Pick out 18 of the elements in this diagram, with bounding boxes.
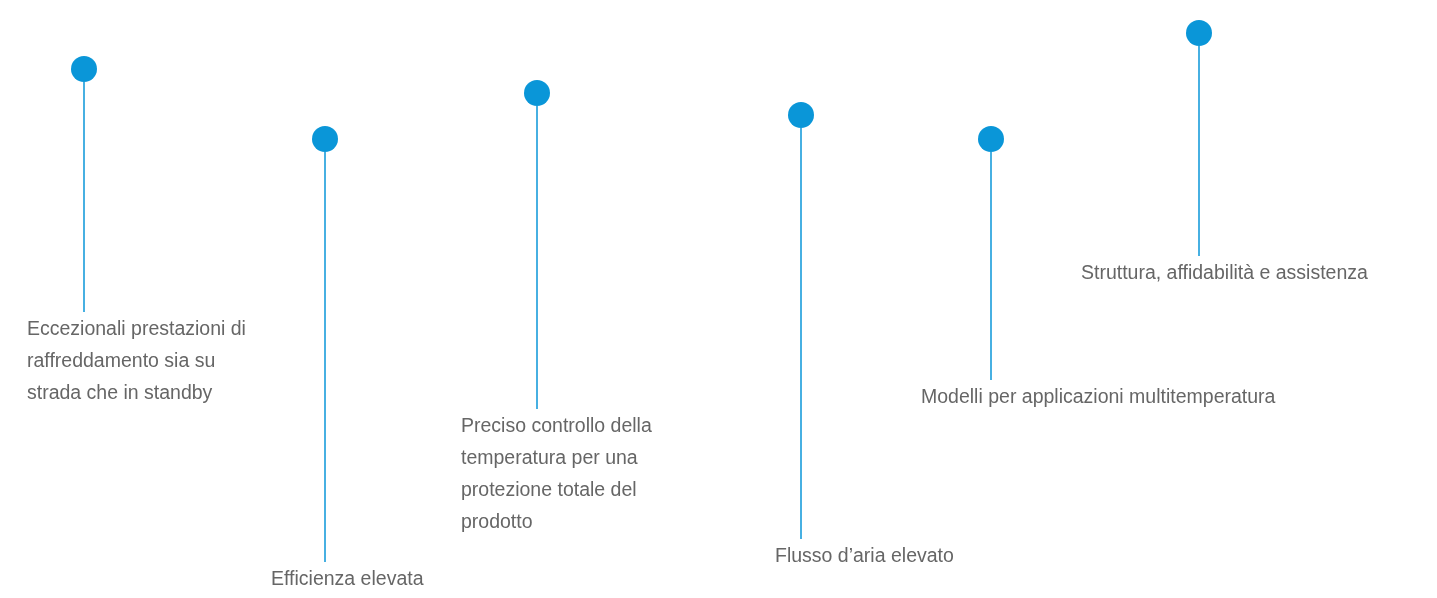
callout-text: Eccezionali prestazioni di raffreddamento sia su strada che in standby	[27, 312, 272, 408]
callout-text: Struttura, affidabilità e assistenza	[1081, 256, 1431, 288]
leader-line	[536, 105, 538, 410]
leader-line	[800, 127, 802, 540]
leader-line	[324, 151, 326, 563]
dot-marker	[71, 56, 97, 82]
leader-line	[1198, 45, 1200, 257]
dot-marker	[312, 126, 338, 152]
callout-text: Preciso controllo della temperatura per una protezione totale del prodotto	[461, 409, 701, 537]
callout-text: Modelli per applicazioni multitemperatura	[921, 380, 1291, 412]
callout-text: Efficienza elevata	[271, 562, 491, 594]
dot-marker	[788, 102, 814, 128]
leader-line	[83, 81, 85, 313]
dot-marker	[1186, 20, 1212, 46]
leader-line	[990, 151, 992, 381]
callout-text: Flusso d’aria elevato	[775, 539, 1015, 571]
dot-marker	[524, 80, 550, 106]
dot-marker	[978, 126, 1004, 152]
